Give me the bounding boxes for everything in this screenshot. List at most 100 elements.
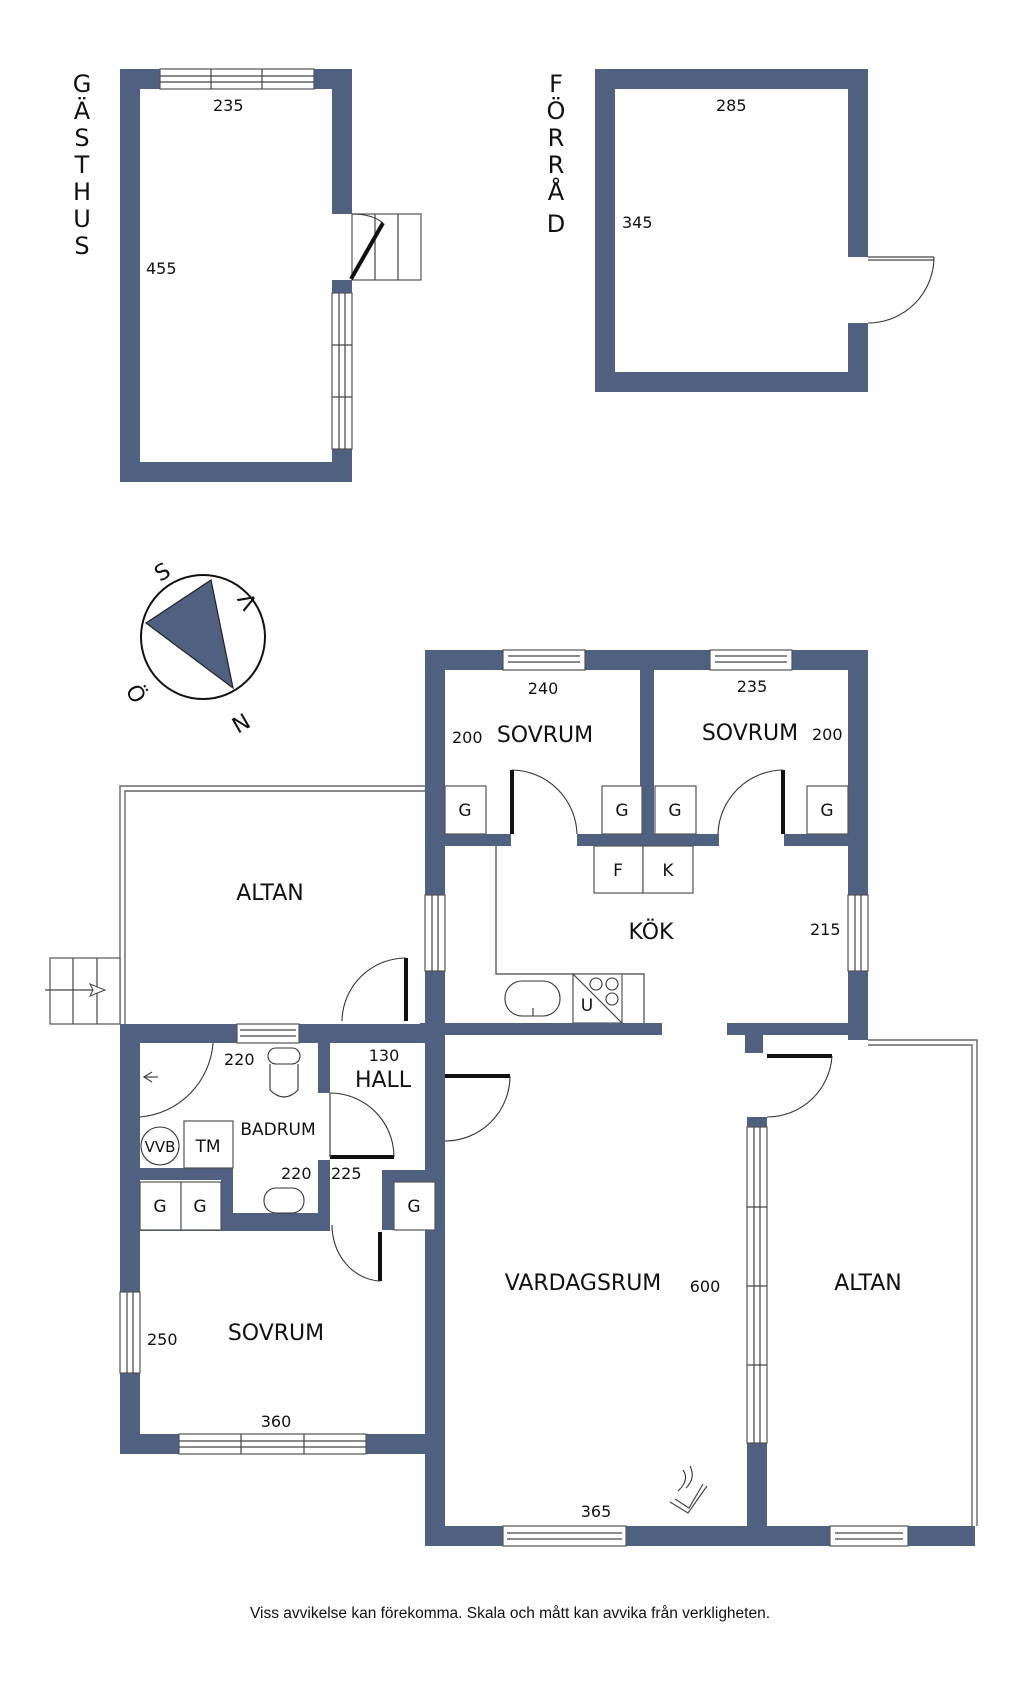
gasthus-letter: U bbox=[73, 205, 91, 233]
wall bbox=[640, 650, 654, 845]
window bbox=[829, 1525, 909, 1547]
forrad-letter: F bbox=[549, 70, 563, 98]
gasthus-letter: Ä bbox=[74, 96, 91, 125]
wardrobe: G bbox=[444, 785, 487, 835]
dim-label: 225 bbox=[331, 1164, 362, 1183]
room-label-hall: HALL bbox=[355, 1068, 412, 1093]
door-swing bbox=[444, 1075, 511, 1142]
door-swing bbox=[331, 1224, 381, 1282]
main-house: ALTAN G G G G SOVRUM 24 bbox=[45, 649, 978, 1547]
wall bbox=[727, 1023, 868, 1035]
svg-text:G: G bbox=[820, 801, 833, 821]
door-swing bbox=[766, 1055, 833, 1118]
dim-label: 200 bbox=[812, 725, 843, 744]
compass-north-label: N bbox=[227, 707, 254, 737]
gasthus-width-dim: 235 bbox=[213, 96, 244, 115]
dryer: TM bbox=[183, 1120, 234, 1169]
room-label-sovrum: SOVRUM bbox=[228, 1321, 324, 1346]
room-label-altan: ALTAN bbox=[236, 881, 304, 906]
wall bbox=[332, 69, 352, 214]
compass-needle-icon bbox=[144, 579, 234, 690]
room-label-vardagsrum: VARDAGSRUM bbox=[505, 1271, 662, 1296]
window bbox=[424, 894, 446, 972]
door-swing bbox=[717, 769, 784, 835]
wall bbox=[221, 1168, 233, 1225]
forrad-letter: D bbox=[547, 210, 565, 238]
wall bbox=[595, 372, 868, 392]
wardrobe: G bbox=[393, 1181, 436, 1231]
wall bbox=[120, 1024, 140, 1454]
forrad-letter: Å bbox=[548, 177, 565, 206]
wall bbox=[382, 1170, 394, 1230]
dim-label: 220 bbox=[281, 1164, 312, 1183]
water-heater: VVB bbox=[140, 1126, 180, 1166]
gasthus-building: G Ä S T H U S bbox=[73, 68, 422, 482]
forrad-letter: R bbox=[548, 151, 565, 179]
door-swing bbox=[341, 957, 407, 1022]
dim-label: 360 bbox=[261, 1412, 292, 1431]
wall bbox=[140, 1223, 330, 1231]
wall bbox=[140, 1168, 233, 1180]
door-swing bbox=[867, 256, 935, 324]
dim-label: 220 bbox=[224, 1050, 255, 1069]
forrad-title: F Ö R R Å D bbox=[547, 70, 566, 238]
wall bbox=[445, 834, 511, 846]
toilet-icon bbox=[267, 1047, 301, 1098]
svg-text:G: G bbox=[668, 801, 681, 821]
wall bbox=[120, 462, 352, 482]
wall bbox=[595, 69, 615, 392]
svg-text:F: F bbox=[613, 861, 623, 881]
wall bbox=[848, 69, 868, 257]
wardrobe: G bbox=[180, 1181, 222, 1231]
sink-icon bbox=[263, 1187, 305, 1214]
deck-steps bbox=[49, 957, 121, 1025]
svg-text:K: K bbox=[662, 861, 674, 881]
forrad-letter: Ö bbox=[547, 96, 566, 125]
kitchen: F K U KÖK 215 bbox=[495, 845, 841, 1024]
door-swing bbox=[329, 1092, 395, 1158]
window bbox=[746, 1126, 768, 1444]
door bbox=[349, 222, 385, 280]
dim-label: 250 bbox=[147, 1330, 178, 1349]
door-swing bbox=[351, 213, 384, 224]
wall bbox=[595, 69, 868, 89]
dim-label: 215 bbox=[810, 920, 841, 939]
wall bbox=[577, 834, 719, 846]
dim-label: 130 bbox=[369, 1046, 400, 1065]
room-label-badrum: BADRUM bbox=[240, 1120, 315, 1140]
forrad-letter: R bbox=[548, 124, 565, 152]
window bbox=[331, 292, 353, 450]
compass: S V N Ö bbox=[120, 559, 266, 737]
dim-label: 240 bbox=[528, 679, 559, 698]
svg-text:G: G bbox=[407, 1197, 420, 1217]
window bbox=[159, 68, 315, 90]
window bbox=[178, 1433, 367, 1455]
wall bbox=[318, 1043, 330, 1093]
wardrobe: G bbox=[654, 785, 697, 835]
window bbox=[502, 1525, 627, 1547]
wall bbox=[120, 69, 140, 482]
svg-text:G: G bbox=[193, 1197, 206, 1217]
wall bbox=[784, 834, 848, 846]
fireplace-icon bbox=[669, 1465, 708, 1514]
gasthus-length-dim: 455 bbox=[146, 259, 177, 278]
gasthus-letter: S bbox=[74, 232, 89, 260]
forrad-building: F Ö R R Å D 285 345 bbox=[547, 69, 935, 392]
forrad-width-dim: 285 bbox=[716, 96, 747, 115]
freezer: K bbox=[642, 845, 694, 894]
wall bbox=[382, 1170, 445, 1182]
room-label-sovrum: SOVRUM bbox=[702, 721, 798, 746]
room-label-kok: KÖK bbox=[629, 919, 675, 945]
window bbox=[847, 894, 869, 972]
dim-label: 235 bbox=[737, 677, 768, 696]
wardrobe: G bbox=[139, 1181, 182, 1231]
wall bbox=[848, 323, 868, 392]
gasthus-letter: G bbox=[73, 70, 92, 98]
wall bbox=[221, 1213, 330, 1225]
forrad-length-dim: 345 bbox=[622, 213, 653, 232]
window bbox=[502, 649, 586, 671]
wall bbox=[745, 1035, 763, 1053]
wall bbox=[420, 1023, 662, 1035]
wardrobe: G bbox=[806, 785, 849, 835]
